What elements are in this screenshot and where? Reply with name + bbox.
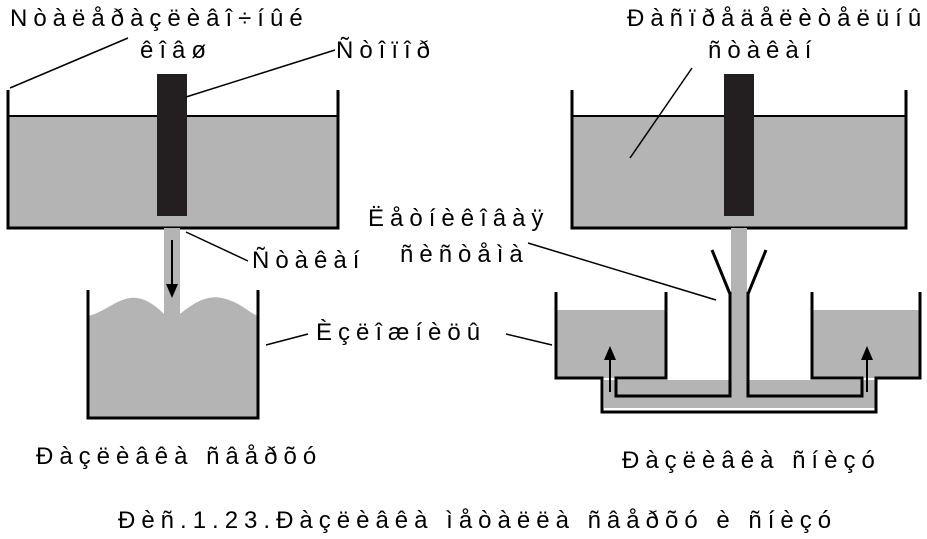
top-pouring-assembly	[6, 74, 340, 420]
funnel-left	[710, 249, 732, 295]
leader-intermediate	[629, 67, 693, 159]
central-runner-metal	[731, 286, 747, 396]
stopper-rod-right	[724, 74, 754, 216]
leader-mold-right	[505, 333, 553, 346]
label-steel-ladle-1: Nòàëåðàçëèâî÷íûé	[10, 5, 309, 32]
leader-stream	[185, 231, 249, 262]
runner-outline-inner-left	[614, 292, 732, 398]
label-intermediate-1: Ðàñïðåäåëèòåëüíûé	[627, 5, 927, 32]
label-bottom-pouring: Ðàçëèâêà ñíèçó	[622, 447, 881, 474]
stopper-rod-left	[157, 74, 187, 216]
label-stopper: Ñòîïîð	[336, 37, 436, 64]
flow-arrow-right-a-head	[604, 346, 616, 360]
label-stream: Ñòàêàí	[252, 247, 365, 274]
label-ingot-molds: Èçëîæíèöû	[316, 319, 486, 346]
label-top-pouring: Ðàçëèâêà ñâåðõó	[36, 443, 322, 470]
leader-stopper	[185, 49, 336, 98]
runner-outline-inner-right	[746, 292, 864, 398]
ingot-mold-left	[86, 290, 260, 420]
figure-caption: Ðèñ.1.23.Ðàçëèâêà ìåòàëëà ñâåðõó è ñíèçó	[118, 507, 837, 534]
bottom-pouring-assembly	[554, 74, 922, 414]
label-intermediate-2: ñòàêàí	[708, 37, 817, 64]
pouring-stream-right	[731, 228, 747, 294]
label-runner-1: Ëåòíèêîâàÿ	[368, 205, 549, 232]
flow-arrow-right-b-head	[861, 346, 873, 360]
label-runner-2: ñèñòåìà	[400, 241, 529, 268]
label-steel-ladle-2: êîâø	[140, 37, 212, 64]
leader-runner	[527, 242, 717, 301]
leader-mold-left	[265, 333, 309, 346]
funnel-right	[746, 249, 768, 295]
mold-metal-left	[88, 297, 258, 418]
bottom-runner-metal	[604, 380, 876, 408]
flow-arrow-left-head	[166, 284, 178, 298]
leader-ladle	[9, 37, 129, 89]
runner-outline-outer	[554, 292, 922, 414]
